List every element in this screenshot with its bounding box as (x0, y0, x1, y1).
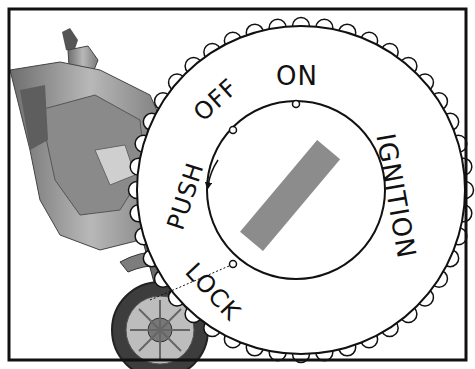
position-dot (230, 261, 237, 268)
position-label: ON (276, 63, 318, 89)
ignition-dial (137, 26, 465, 354)
instruction-label: PUSH (164, 159, 208, 232)
position-label: OFF (190, 75, 243, 126)
position-dot (293, 101, 300, 108)
key-slot (240, 140, 340, 251)
position-dot (230, 127, 237, 134)
position-label: IGNITION (372, 131, 420, 260)
key-cylinder (207, 101, 385, 279)
dial-scallops (129, 18, 474, 363)
push-arrow (208, 160, 218, 186)
frame (9, 9, 466, 360)
scooter-drawing (10, 28, 208, 369)
position-label: LOCK (181, 259, 245, 325)
